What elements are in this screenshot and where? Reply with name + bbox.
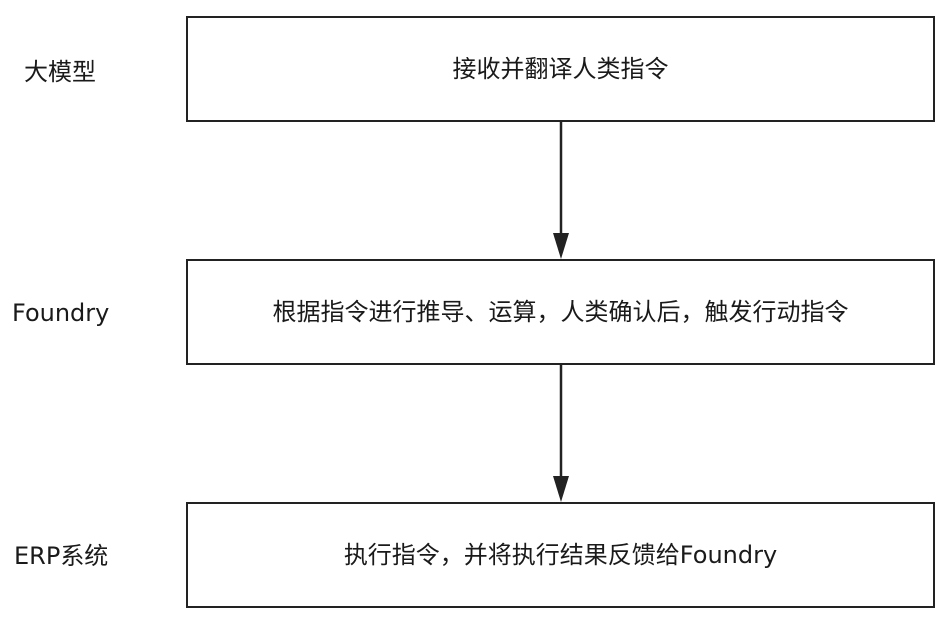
arrowhead-icon — [553, 476, 569, 502]
lane-label-llm: 大模型 — [24, 58, 96, 86]
step-text-translate: 接收并翻译人类指令 — [452, 55, 669, 83]
arrow-translate-to-reasoning — [553, 122, 569, 259]
step-box-execute: 执行指令，并将执行结果反馈给Foundry — [186, 502, 935, 608]
step-text-reasoning: 根据指令进行推导、运算，人类确认后，触发行动指令 — [272, 298, 849, 326]
step-text-execute: 执行指令，并将执行结果反馈给Foundry — [343, 541, 778, 569]
lane-label-foundry: Foundry — [12, 299, 110, 327]
lane-label-erp: ERP系统 — [14, 542, 109, 570]
step-box-translate: 接收并翻译人类指令 — [186, 16, 935, 122]
step-box-reasoning: 根据指令进行推导、运算，人类确认后，触发行动指令 — [186, 259, 935, 365]
arrow-reasoning-to-execute — [553, 365, 569, 502]
arrowhead-icon — [553, 233, 569, 259]
